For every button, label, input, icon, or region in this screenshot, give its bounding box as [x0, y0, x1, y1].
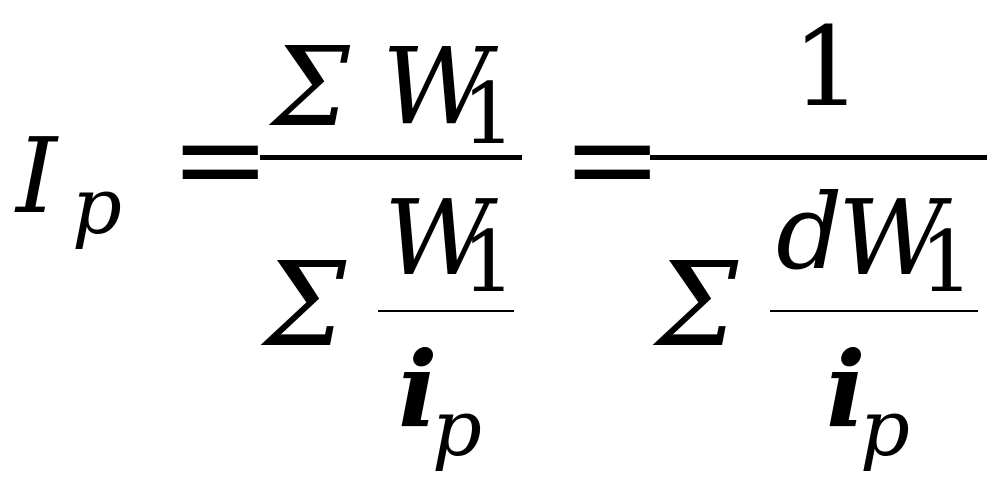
frac2-den-inner-num-sub: 1 [920, 213, 974, 311]
frac2-num: 1 [792, 3, 862, 131]
frac2-den-inner-num-var: W [838, 177, 945, 299]
frac1-den-inner-num-var: W [384, 177, 491, 299]
frac2-den-inner-num-d: d [776, 171, 843, 293]
frac1-bar [260, 155, 522, 160]
frac2-den-inner-den-sub: p [860, 384, 910, 474]
frac1-num-sub: 1 [462, 65, 516, 163]
frac1-den-inner-den-base: i [398, 328, 438, 451]
frac1-den-inner-num-sub: 1 [462, 213, 516, 311]
frac2-den-inner-den-base: i [826, 328, 866, 451]
frac2-den-sigma: Σ [656, 238, 739, 373]
lhs-subscript: p [72, 162, 122, 252]
lhs-base: I [16, 115, 58, 237]
equals-sign-1: = [170, 90, 271, 229]
frac1-num-sigma: Σ [272, 23, 350, 151]
equals-sign-2: = [562, 90, 663, 229]
frac1-den-inner-den-sub: p [432, 384, 482, 474]
frac1-num-var: W [382, 25, 491, 148]
frac1-den-inner-bar [378, 310, 514, 312]
frac2-den-inner-bar [770, 310, 978, 312]
frac1-den-sigma: Σ [264, 238, 347, 373]
frac2-bar [650, 155, 987, 160]
